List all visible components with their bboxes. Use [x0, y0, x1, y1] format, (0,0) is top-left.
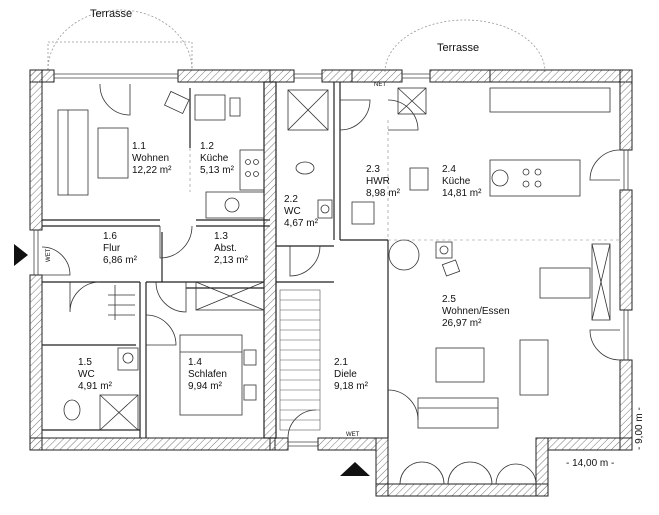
windows: [33, 73, 629, 447]
exterior-walls: [29, 69, 633, 497]
furniture: [57, 87, 611, 431]
interior-walls: [42, 81, 389, 439]
net-marker: NET: [374, 82, 386, 88]
terrace-outline-right: [384, 19, 546, 73]
dimension-depth: - 9,00 m -: [634, 407, 645, 450]
staircase: [279, 289, 321, 431]
zone-dividers: [189, 120, 620, 241]
terrace-label-right: Terrasse: [437, 42, 480, 54]
wet-marker-left: WET: [46, 248, 52, 262]
terrace-outline-left: [47, 9, 193, 71]
terrace-label-left: Terrasse: [90, 8, 133, 20]
wet-marker-bottom: WET: [346, 432, 360, 438]
entrance-arrow-left: [14, 244, 28, 266]
dimension-width: - 14,00 m -: [566, 458, 615, 469]
entrance-arrow-bottom: [340, 462, 370, 476]
doors: [41, 83, 621, 485]
